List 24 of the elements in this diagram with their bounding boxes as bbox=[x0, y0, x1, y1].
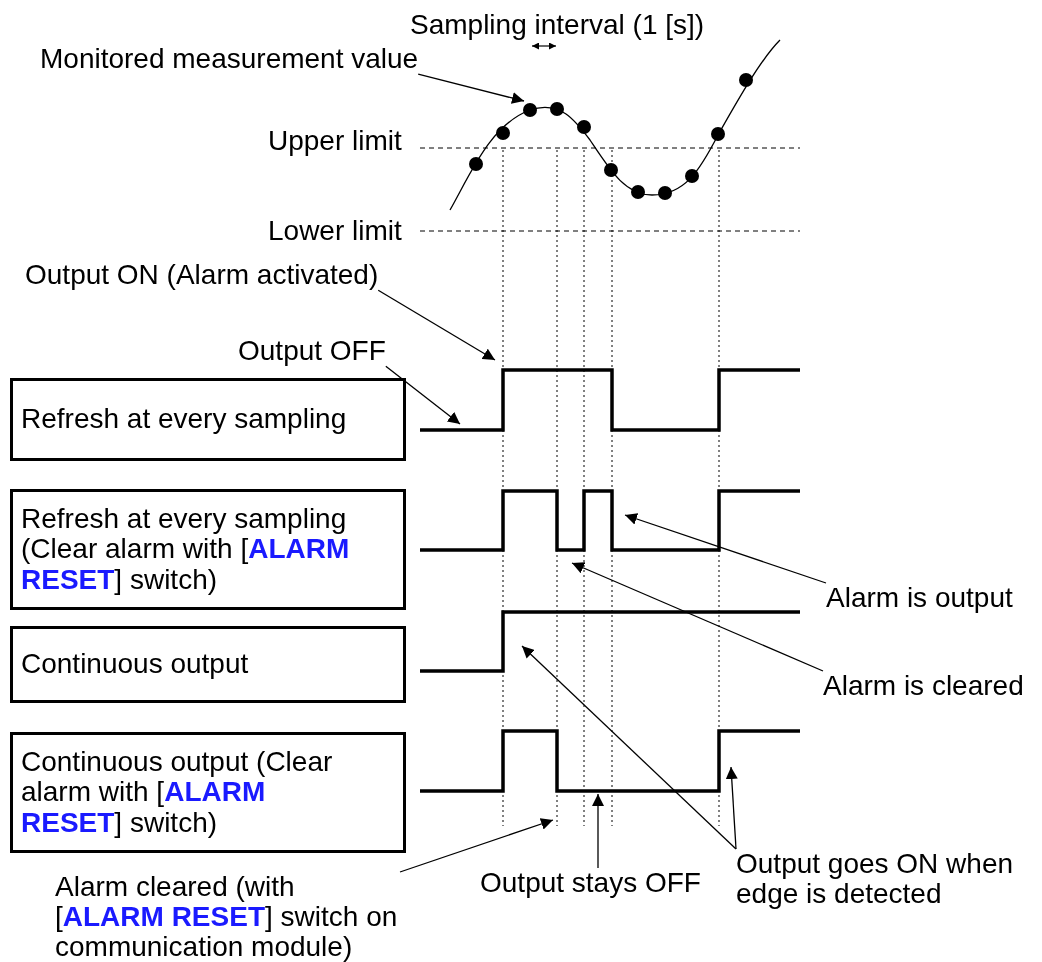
leader-line bbox=[521, 645, 737, 850]
callout-text: Monitored measurement value bbox=[40, 44, 419, 75]
callout-text: Output goes ON when edge is detected bbox=[736, 849, 1026, 910]
leader-line bbox=[385, 365, 461, 425]
mode-box: Continuous output (Clear alarm with [ALARM RESET] switch) bbox=[10, 732, 406, 853]
mode-box: Refresh at every sampling (Clear alarm with [ALARM RESET] switch) bbox=[10, 489, 406, 610]
callout-text: Output stays OFF bbox=[480, 868, 701, 899]
callout-text: Alarm is cleared bbox=[823, 671, 1024, 702]
callout-text: Alarm is output bbox=[826, 583, 1013, 614]
leader-line bbox=[417, 73, 525, 104]
mode-box: Refresh at every sampling bbox=[10, 378, 406, 461]
limit-label: Upper limit bbox=[268, 126, 402, 157]
leader-line bbox=[399, 818, 554, 873]
leader-line bbox=[571, 562, 824, 672]
callout-text: Output ON (Alarm activated) bbox=[25, 260, 379, 291]
leader-line bbox=[377, 289, 496, 361]
callout-text: Alarm cleared (with [ALARM RESET] switch on communication module) bbox=[55, 872, 400, 962]
mode-box: Continuous output bbox=[10, 626, 406, 703]
callout-text: Output OFF bbox=[238, 336, 386, 367]
interval-label: Sampling interval (1 [s]) bbox=[410, 10, 705, 41]
leader-line bbox=[725, 766, 738, 850]
leader-line bbox=[592, 793, 604, 869]
limit-label: Lower limit bbox=[268, 216, 402, 247]
leader-line bbox=[624, 513, 827, 584]
